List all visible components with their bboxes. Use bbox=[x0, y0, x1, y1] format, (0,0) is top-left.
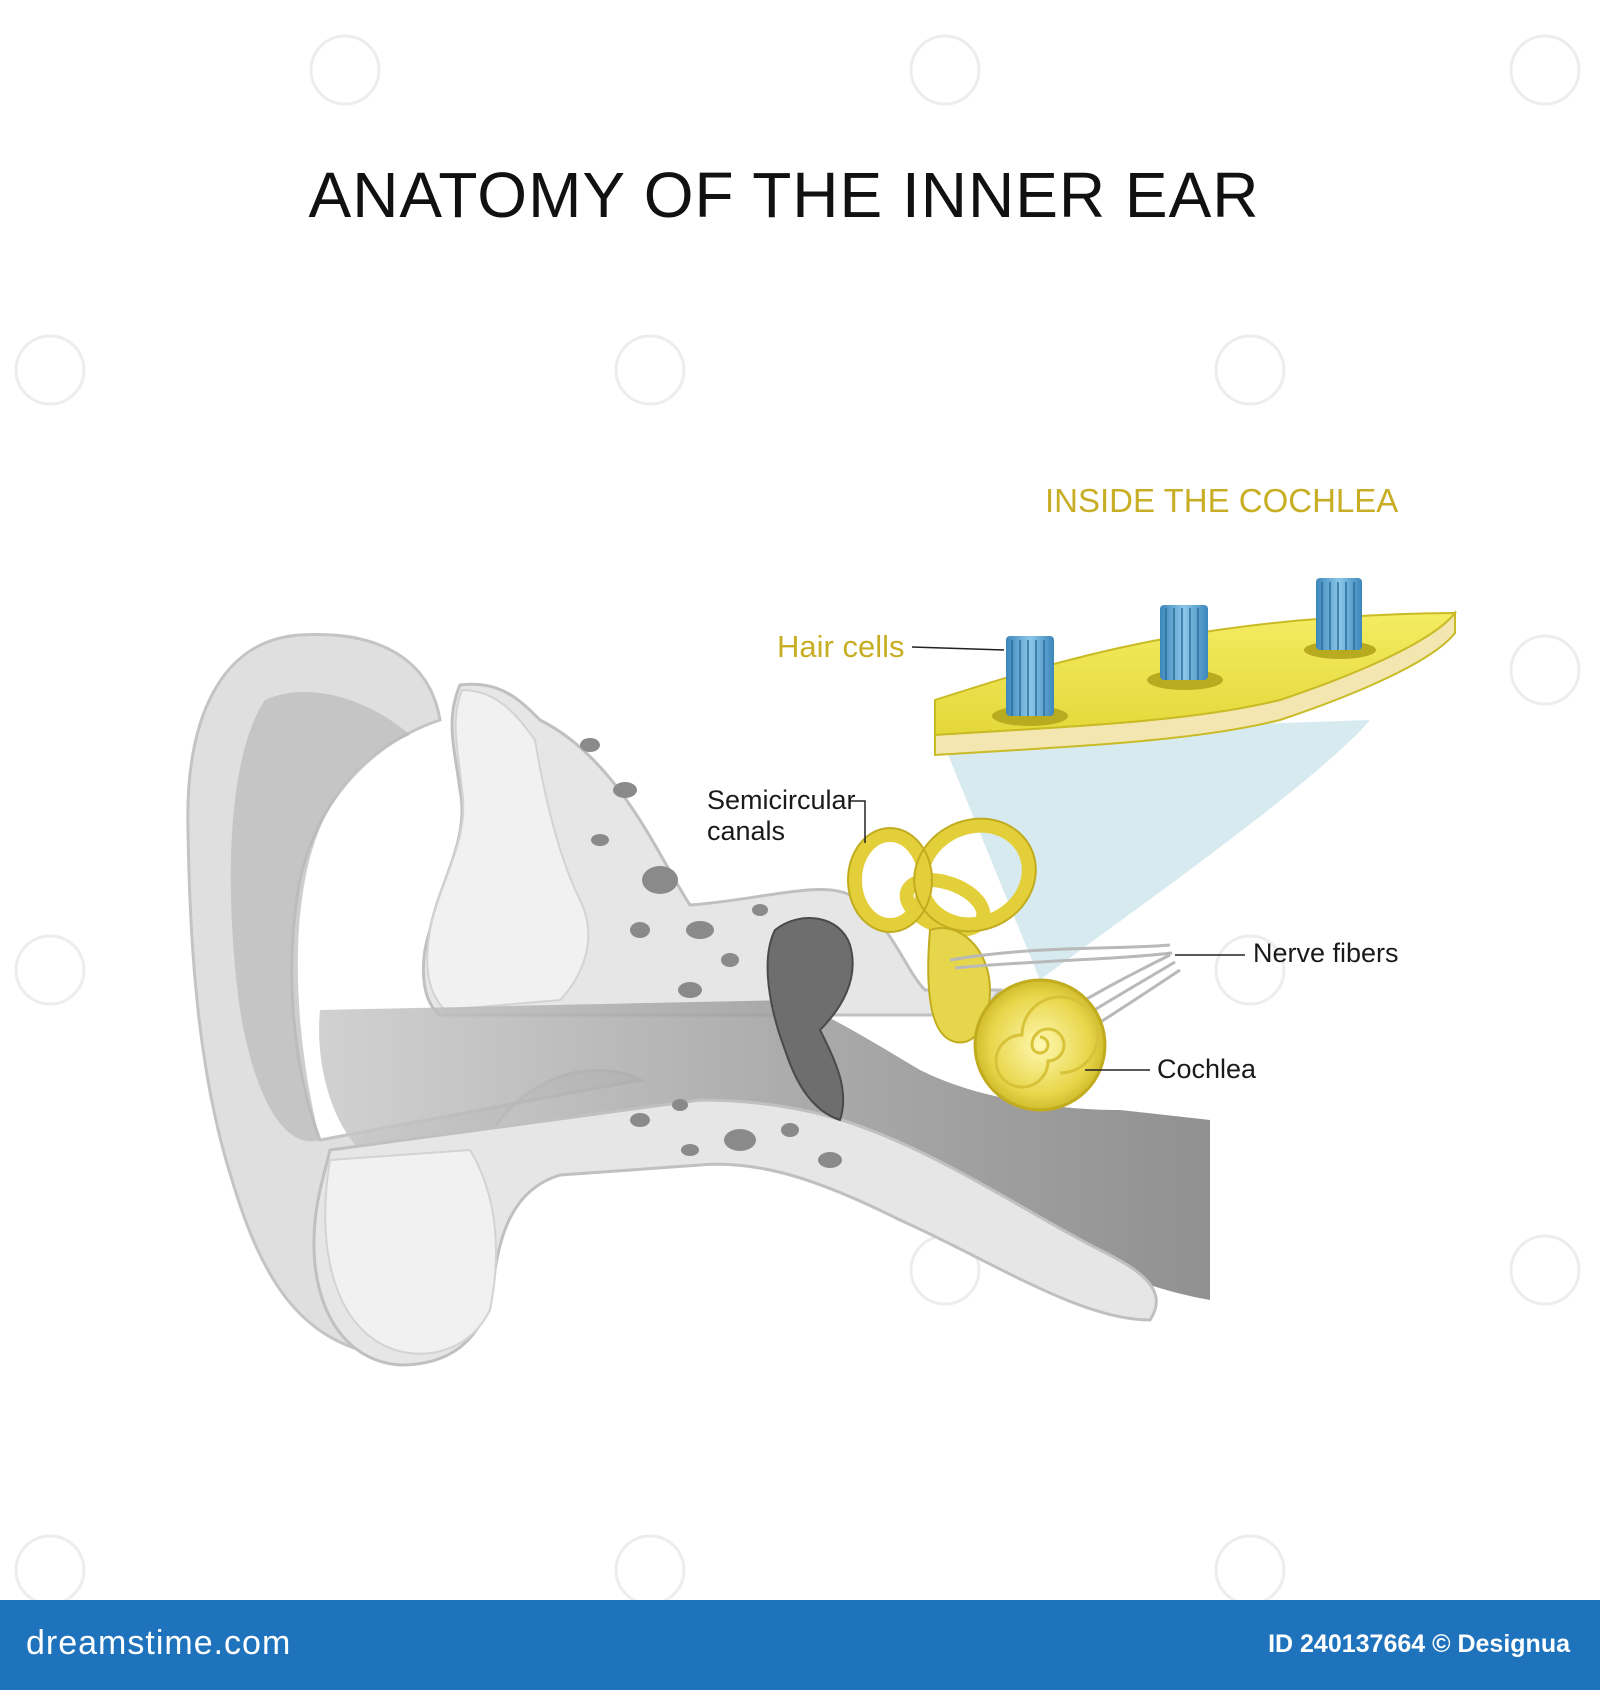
page-title: ANATOMY OF THE INNER EAR bbox=[308, 159, 1260, 231]
inset-plate-edge bbox=[934, 610, 1456, 757]
leader-lines bbox=[850, 646, 1245, 1071]
label-nerve-fibers: Nerve fibers bbox=[1253, 938, 1399, 968]
inset-title: INSIDE THE COCHLEA bbox=[1045, 482, 1399, 519]
cochlea bbox=[973, 978, 1107, 1112]
cartilage-cells-lower bbox=[324, 1148, 497, 1355]
inner-ear-diagram bbox=[14, 34, 1581, 1600]
eardrum-ossicles bbox=[766, 917, 854, 1122]
footer-bar: dreamstime.com ID 240137664 © Designua bbox=[0, 1600, 1600, 1690]
inset-shadow bbox=[940, 720, 1370, 980]
hair-cell-bundle-1 bbox=[992, 636, 1068, 726]
ear-canal bbox=[319, 1000, 1210, 1300]
label-cochlea: Cochlea bbox=[1157, 1054, 1257, 1084]
pinna-fold bbox=[230, 692, 410, 1142]
hair-cell-bundle-3 bbox=[1304, 578, 1376, 659]
image-credit: ID 240137664 © Designua bbox=[1268, 1630, 1570, 1658]
semicircular-canals bbox=[848, 818, 1036, 937]
brand-watermark: dreamstime.com bbox=[26, 1624, 292, 1662]
cartilage-cells-upper bbox=[426, 688, 590, 1012]
label-semicircular-canals: Semicircular canals bbox=[707, 785, 856, 847]
hair-cell-bundle-2 bbox=[1147, 605, 1223, 690]
bone-pores-lower bbox=[630, 1099, 842, 1168]
lower-bone bbox=[312, 1098, 1158, 1367]
label-hair-cells: Hair cells bbox=[777, 629, 905, 664]
